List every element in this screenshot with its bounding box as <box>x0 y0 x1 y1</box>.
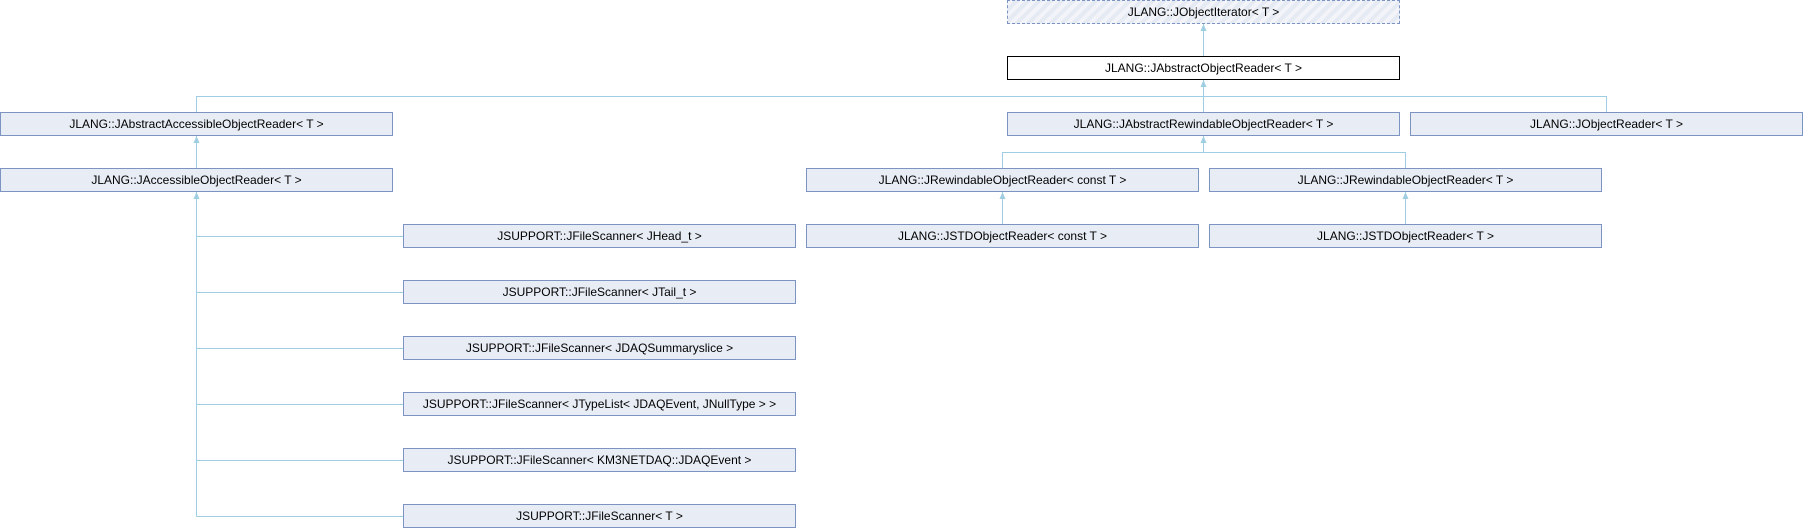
node-jaccessibleobjectreader[interactable]: JLANG::JAccessibleObjectReader< T > <box>0 168 393 192</box>
node-jfilescanner-t[interactable]: JSUPPORT::JFileScanner< T > <box>403 504 796 528</box>
arrowhead-icon <box>1402 192 1409 199</box>
node-jrewindableobjectreader-const[interactable]: JLANG::JRewindableObjectReader< const T … <box>806 168 1199 192</box>
node-jstdobjectreader-const[interactable]: JLANG::JSTDObjectReader< const T > <box>806 224 1199 248</box>
node-jobjectreader[interactable]: JLANG::JObjectReader< T > <box>1410 112 1803 136</box>
arrowhead-icon <box>999 192 1006 199</box>
edge-rewindable-bus <box>1002 152 1406 168</box>
node-jrewindableobjectreader[interactable]: JLANG::JRewindableObjectReader< T > <box>1209 168 1602 192</box>
node-jfilescanner-jhead[interactable]: JSUPPORT::JFileScanner< JHead_t > <box>403 224 796 248</box>
arrowhead-icon <box>193 192 200 199</box>
arrowhead-icon <box>1200 24 1207 31</box>
node-jobjectiterator[interactable]: JLANG::JObjectIterator< T > <box>1007 0 1400 24</box>
arrowhead-icon <box>193 136 200 143</box>
node-jstdobjectreader[interactable]: JLANG::JSTDObjectReader< T > <box>1209 224 1602 248</box>
node-jfilescanner-jtypelist[interactable]: JSUPPORT::JFileScanner< JTypeList< JDAQE… <box>403 392 796 416</box>
edge-abstractaccessible-jobjectreader-bus <box>196 96 1607 112</box>
arrowhead-icon <box>1200 80 1207 87</box>
node-jfilescanner-jtail[interactable]: JSUPPORT::JFileScanner< JTail_t > <box>403 280 796 304</box>
node-jfilescanner-jdaqevent[interactable]: JSUPPORT::JFileScanner< KM3NETDAQ::JDAQE… <box>403 448 796 472</box>
node-jabstractaccessibleobjectreader[interactable]: JLANG::JAbstractAccessibleObjectReader< … <box>0 112 393 136</box>
node-jabstractrewindableobjectreader[interactable]: JLANG::JAbstractRewindableObjectReader< … <box>1007 112 1400 136</box>
node-jfilescanner-jdaqsummaryslice[interactable]: JSUPPORT::JFileScanner< JDAQSummaryslice… <box>403 336 796 360</box>
node-jabstractobjectreader[interactable]: JLANG::JAbstractObjectReader< T > <box>1007 56 1400 80</box>
arrowhead-icon <box>1200 136 1207 143</box>
